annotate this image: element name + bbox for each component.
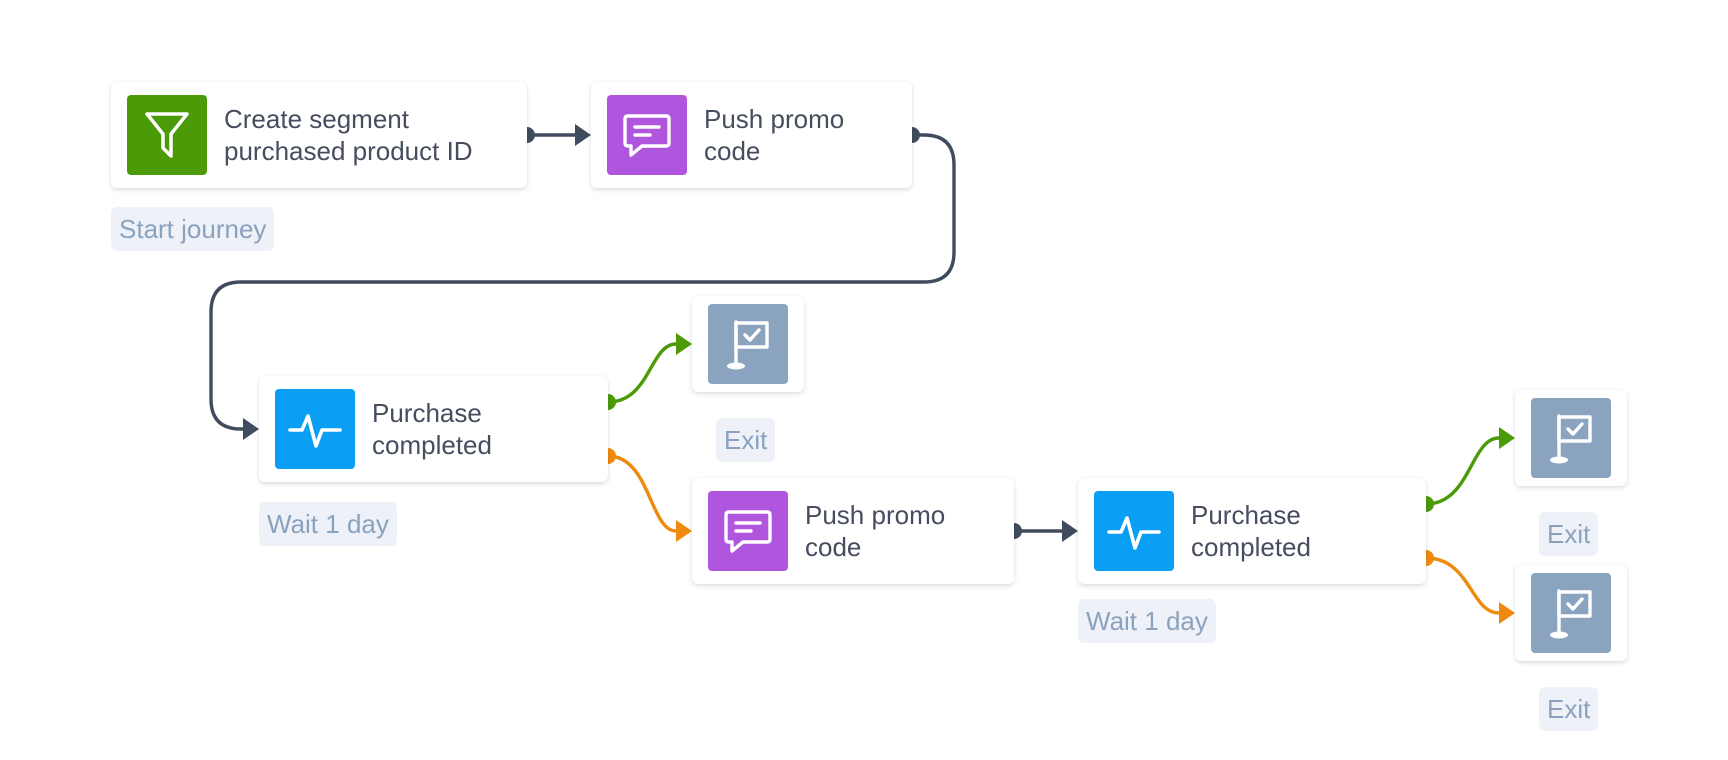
connector-line xyxy=(1424,556,1501,615)
flag-check-icon xyxy=(1531,398,1611,478)
node-exit[interactable] xyxy=(1515,565,1627,661)
connector-line xyxy=(1424,436,1501,506)
node-push-promo-code[interactable]: Push promo code xyxy=(692,478,1014,584)
node-purchase-completed[interactable]: Purchase completed xyxy=(1078,478,1426,584)
connector-arrow xyxy=(676,520,692,542)
pulse-icon xyxy=(275,389,355,469)
wait-tag: Wait 1 day xyxy=(259,502,397,546)
node-create-segment[interactable]: Create segment purchased product ID xyxy=(111,82,527,188)
pulse-icon xyxy=(1094,491,1174,571)
connector-arrow xyxy=(1499,602,1515,624)
node-exit[interactable] xyxy=(1515,390,1627,486)
start-journey-tag: Start journey xyxy=(111,207,275,251)
wait-tag: Wait 1 day xyxy=(1078,599,1216,643)
connector-arrow xyxy=(1499,427,1515,449)
flag-check-icon xyxy=(708,304,788,384)
node-label: Purchase completed xyxy=(1191,500,1311,562)
flag-check-icon xyxy=(1531,573,1611,653)
connector-arrow xyxy=(575,124,591,146)
connector-line xyxy=(606,342,678,404)
connector-line xyxy=(606,454,678,533)
node-label: Push promo code xyxy=(704,104,845,166)
exit-tag: Exit xyxy=(716,418,776,462)
filter-icon xyxy=(127,95,207,175)
node-label: Purchase completed xyxy=(372,398,492,460)
connector-arrow xyxy=(1062,520,1078,542)
message-icon xyxy=(708,491,788,571)
exit-tag: Exit xyxy=(1539,687,1599,731)
message-icon xyxy=(607,95,687,175)
connector-arrow xyxy=(676,333,692,355)
connector-arrow xyxy=(243,418,259,440)
connector-line xyxy=(209,133,956,431)
node-exit[interactable] xyxy=(692,296,804,392)
node-label: Push promo code xyxy=(805,500,946,562)
node-purchase-completed[interactable]: Purchase completed xyxy=(259,376,608,482)
node-push-promo-code[interactable]: Push promo code xyxy=(591,82,912,188)
node-label: Create segment purchased product ID xyxy=(224,104,473,166)
exit-tag: Exit xyxy=(1539,512,1599,556)
